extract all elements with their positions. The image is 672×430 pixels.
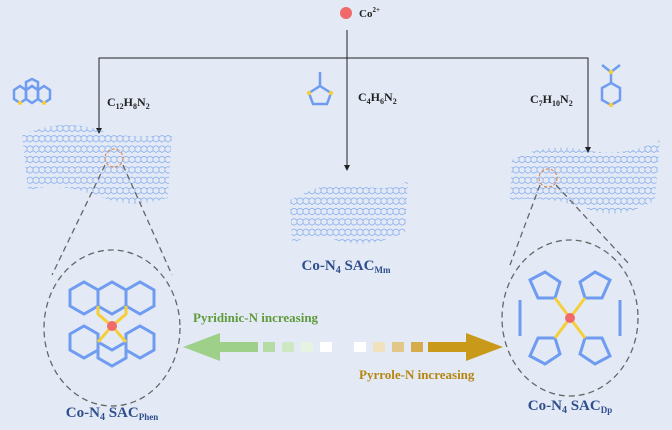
formula-dp: C7H10N2 [530, 92, 573, 108]
zoom-detail-dp [501, 184, 639, 397]
zoom-detail-phen [43, 164, 181, 407]
graphene-sheet-dp [510, 140, 660, 214]
formula-mm: C4H6N2 [358, 90, 397, 106]
product-label-dp: Co-N4 SACDp [528, 398, 612, 416]
formula-phen: C12H8N2 [107, 95, 150, 111]
cobalt-ion-label: Co2+ [359, 6, 380, 20]
flow-arrows [96, 30, 591, 171]
con4-pyridinic-structure-icon [68, 280, 156, 368]
pyrrole-trend-label: Pyrrole-N increasing [359, 367, 475, 382]
pyridinic-trend-label: Pyridinic-N increasing [193, 310, 319, 325]
dimethylaminopyridine-molecule-icon [600, 64, 622, 108]
graphene-sheet-phen [22, 125, 172, 204]
cobalt-ion-icon [340, 7, 352, 19]
methylimidazole-molecule-icon [306, 72, 334, 106]
cobalt-ion: Co2+ [340, 6, 380, 20]
product-label-phen: Co-N4 SACPhen [66, 405, 158, 423]
phenanthroline-molecule-icon [12, 77, 52, 105]
pyrrole-trend-arrow-icon [354, 333, 503, 361]
graphene-sheet-mm [290, 180, 408, 245]
pyridinic-trend-arrow-icon [183, 333, 332, 361]
con4-pyrrolic-structure-icon [518, 270, 622, 366]
product-label-mm: Co-N4 SACMm [302, 258, 391, 276]
